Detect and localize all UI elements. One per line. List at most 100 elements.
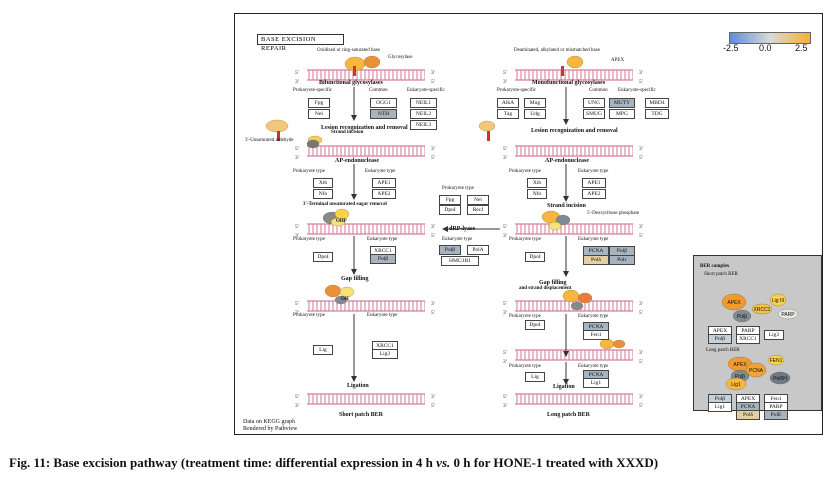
gene-muty[interactable]: MUTY	[609, 98, 635, 108]
strand-five-prime-label: 5'	[639, 403, 643, 409]
gene-fpg-mid[interactable]: Fpg	[439, 195, 461, 205]
gene-pola-mid[interactable]: PolA	[467, 245, 489, 255]
left-gap-filling: Gap filling	[341, 276, 369, 282]
gene-neil1[interactable]: NEIL1	[410, 98, 437, 108]
strand-five-prime-label: 5'	[295, 146, 299, 152]
strand-three-prime-label: 3'	[639, 394, 643, 400]
gene-ape2-right[interactable]: APE2	[582, 189, 606, 199]
gene-fpg[interactable]: Fpg	[308, 98, 330, 108]
gene-hmg-mid[interactable]: HMG1B1	[441, 256, 479, 266]
gene-polb-mid[interactable]: Polβ	[439, 245, 461, 255]
right-euk-type-1: Eukaryote type	[578, 169, 609, 174]
gene-smug[interactable]: SMUG	[583, 109, 605, 119]
damaged-base-mark	[561, 66, 564, 76]
left-step-lesion: Lesion recognization and removal	[321, 125, 408, 131]
gene-ape1-right[interactable]: APE1	[582, 178, 606, 188]
gene-ogg1[interactable]: OGG1	[370, 98, 397, 108]
strand-displacement-blob	[577, 292, 593, 304]
strand-five-prime-label: 5'	[639, 359, 643, 365]
dna-strand	[515, 146, 633, 156]
strand-five-prime-label: 5'	[295, 224, 299, 230]
ber-long-pole[interactable]: PolE	[764, 410, 788, 420]
gene-lig3-left[interactable]: Lig3	[372, 349, 398, 359]
gene-neil3[interactable]: NEIL3	[410, 120, 437, 130]
gene-polb-left[interactable]: Polβ	[370, 254, 396, 264]
left-euk-type-3: Eukaryote type	[367, 313, 398, 318]
dna-strand	[307, 70, 425, 80]
ber-lig3-blob	[769, 293, 787, 307]
gene-nei[interactable]: Nei	[308, 109, 330, 119]
strand-five-prime-label: 5'	[503, 146, 507, 152]
strand-incision-blob	[548, 221, 562, 231]
gene-neil2[interactable]: NEIL2	[410, 109, 437, 119]
ber-long-polb-blob-label: Polβ	[735, 374, 745, 380]
ber-long-pold[interactable]: Polδ	[736, 410, 760, 420]
ber-short-xrcc1[interactable]: XRCC1	[736, 334, 760, 344]
gene-nfo-left[interactable]: Nfo	[313, 189, 333, 199]
gene-recj-mid[interactable]: RecJ	[467, 205, 489, 215]
gene-dpoi-right[interactable]: DpoI	[525, 252, 545, 262]
right-strand-incision: Strand incision	[547, 203, 586, 209]
gene-lig-left[interactable]: Lig	[313, 345, 333, 355]
aldehyde-blob	[265, 119, 289, 133]
strand-five-prime-label: 5'	[503, 301, 507, 307]
glycosylase-blob	[566, 55, 584, 69]
gene-tdg[interactable]: TDG	[645, 109, 669, 119]
gene-tag[interactable]: Tag	[497, 109, 519, 119]
gene-xth-left[interactable]: Xth	[313, 178, 333, 188]
ber-xrcc1-blob-label: XRCC1	[754, 307, 771, 313]
right-prok-type-4: Prokaryote type	[509, 364, 541, 369]
strand-five-prime-label: 5'	[431, 403, 435, 409]
gene-dpoi-right-2[interactable]: DpoI	[525, 320, 545, 330]
strand-three-prime-label: 3'	[503, 310, 507, 316]
dna-strand	[515, 350, 633, 360]
gene-mbd4[interactable]: MBD4	[645, 98, 669, 108]
ap-complex-blob	[330, 217, 346, 227]
ber-long-lig1-blob	[725, 377, 747, 391]
ber-short-lig3[interactable]: Lig3	[764, 330, 784, 340]
gene-pole-right[interactable]: Polε	[609, 255, 635, 265]
right-euk-type-2: Eukaryote type	[578, 237, 609, 242]
strand-five-prime-label: 5'	[503, 394, 507, 400]
gene-nfo-right[interactable]: Nfo	[527, 189, 547, 199]
strand-five-prime-label: 5'	[639, 155, 643, 161]
gene-pold-right[interactable]: Polδ	[583, 255, 609, 265]
left-unsat-label: 3'-Unsaturated aldehyde	[245, 138, 294, 143]
dna-strand	[515, 70, 633, 80]
caption-suffix: 0 h for HONE-1 treated with XXXD)	[450, 455, 659, 470]
gene-mpg[interactable]: MPG	[609, 109, 635, 119]
gene-lig1-right[interactable]: Lig1	[583, 378, 609, 388]
strand-three-prime-label: 3'	[503, 403, 507, 409]
gene-udg[interactable]: Udg	[524, 109, 546, 119]
colorbar-tick: -2.5	[723, 43, 739, 53]
gene-dpoi-left[interactable]: DpoI	[313, 252, 333, 262]
strand-three-prime-label: 3'	[639, 224, 643, 230]
ber-short-polb[interactable]: Polβ	[708, 334, 732, 344]
polymerase-blob	[339, 286, 355, 298]
ber-long-pcna-blob	[745, 362, 767, 378]
gene-ape1-left[interactable]: APE1	[372, 178, 396, 188]
ber-long-fen1-blob	[767, 354, 785, 366]
gene-fen1-right[interactable]: Fen1	[583, 330, 609, 340]
strand-three-prime-label: 3'	[639, 70, 643, 76]
strand-three-prime-label: 3'	[295, 403, 299, 409]
left-col-euk: Eukaryote-specific	[407, 88, 445, 93]
gene-mug[interactable]: Mug	[524, 98, 546, 108]
footer-line1: Data on KEGG graph	[243, 419, 296, 425]
pathway-title: BASE EXCISION REPAIR	[257, 34, 344, 52]
gene-lig-right[interactable]: Lig	[525, 372, 545, 382]
colorbar-tick: 0.0	[759, 43, 772, 53]
ber-long-lig1[interactable]: Lig1	[708, 402, 732, 412]
gene-xth-right[interactable]: Xth	[527, 178, 547, 188]
footer-line2: Rendered by Pathview	[243, 426, 298, 432]
damaged-base-mark	[277, 131, 280, 141]
gene-alka[interactable]: AlkA	[497, 98, 519, 108]
gene-nth[interactable]: NTH	[370, 109, 397, 119]
gene-dpoi-mid[interactable]: DpoI	[439, 205, 461, 215]
ber-long-label: Long patch BER	[706, 348, 740, 353]
gene-ung[interactable]: UNG	[583, 98, 605, 108]
fen1-blob	[612, 339, 626, 349]
gene-ape2-left[interactable]: APE2	[372, 189, 396, 199]
gene-nei-mid[interactable]: Nei	[467, 195, 489, 205]
